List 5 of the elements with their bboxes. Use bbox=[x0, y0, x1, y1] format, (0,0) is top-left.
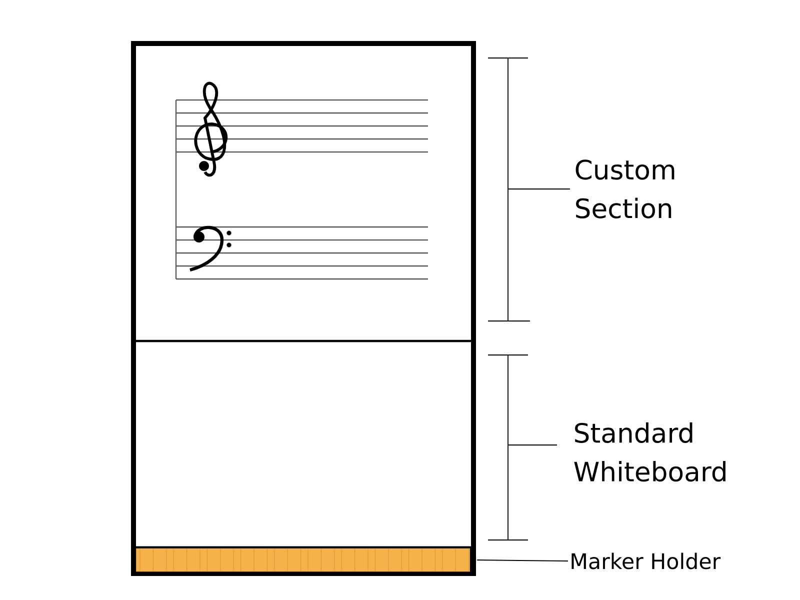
part-label: Marker Holder bbox=[572, 552, 721, 570]
section-label: Custom Section bbox=[576, 160, 674, 218]
leader-line bbox=[476, 560, 568, 562]
marker-holder-bar bbox=[134, 546, 472, 574]
section-label: Standard Whiteboard bbox=[574, 422, 726, 482]
